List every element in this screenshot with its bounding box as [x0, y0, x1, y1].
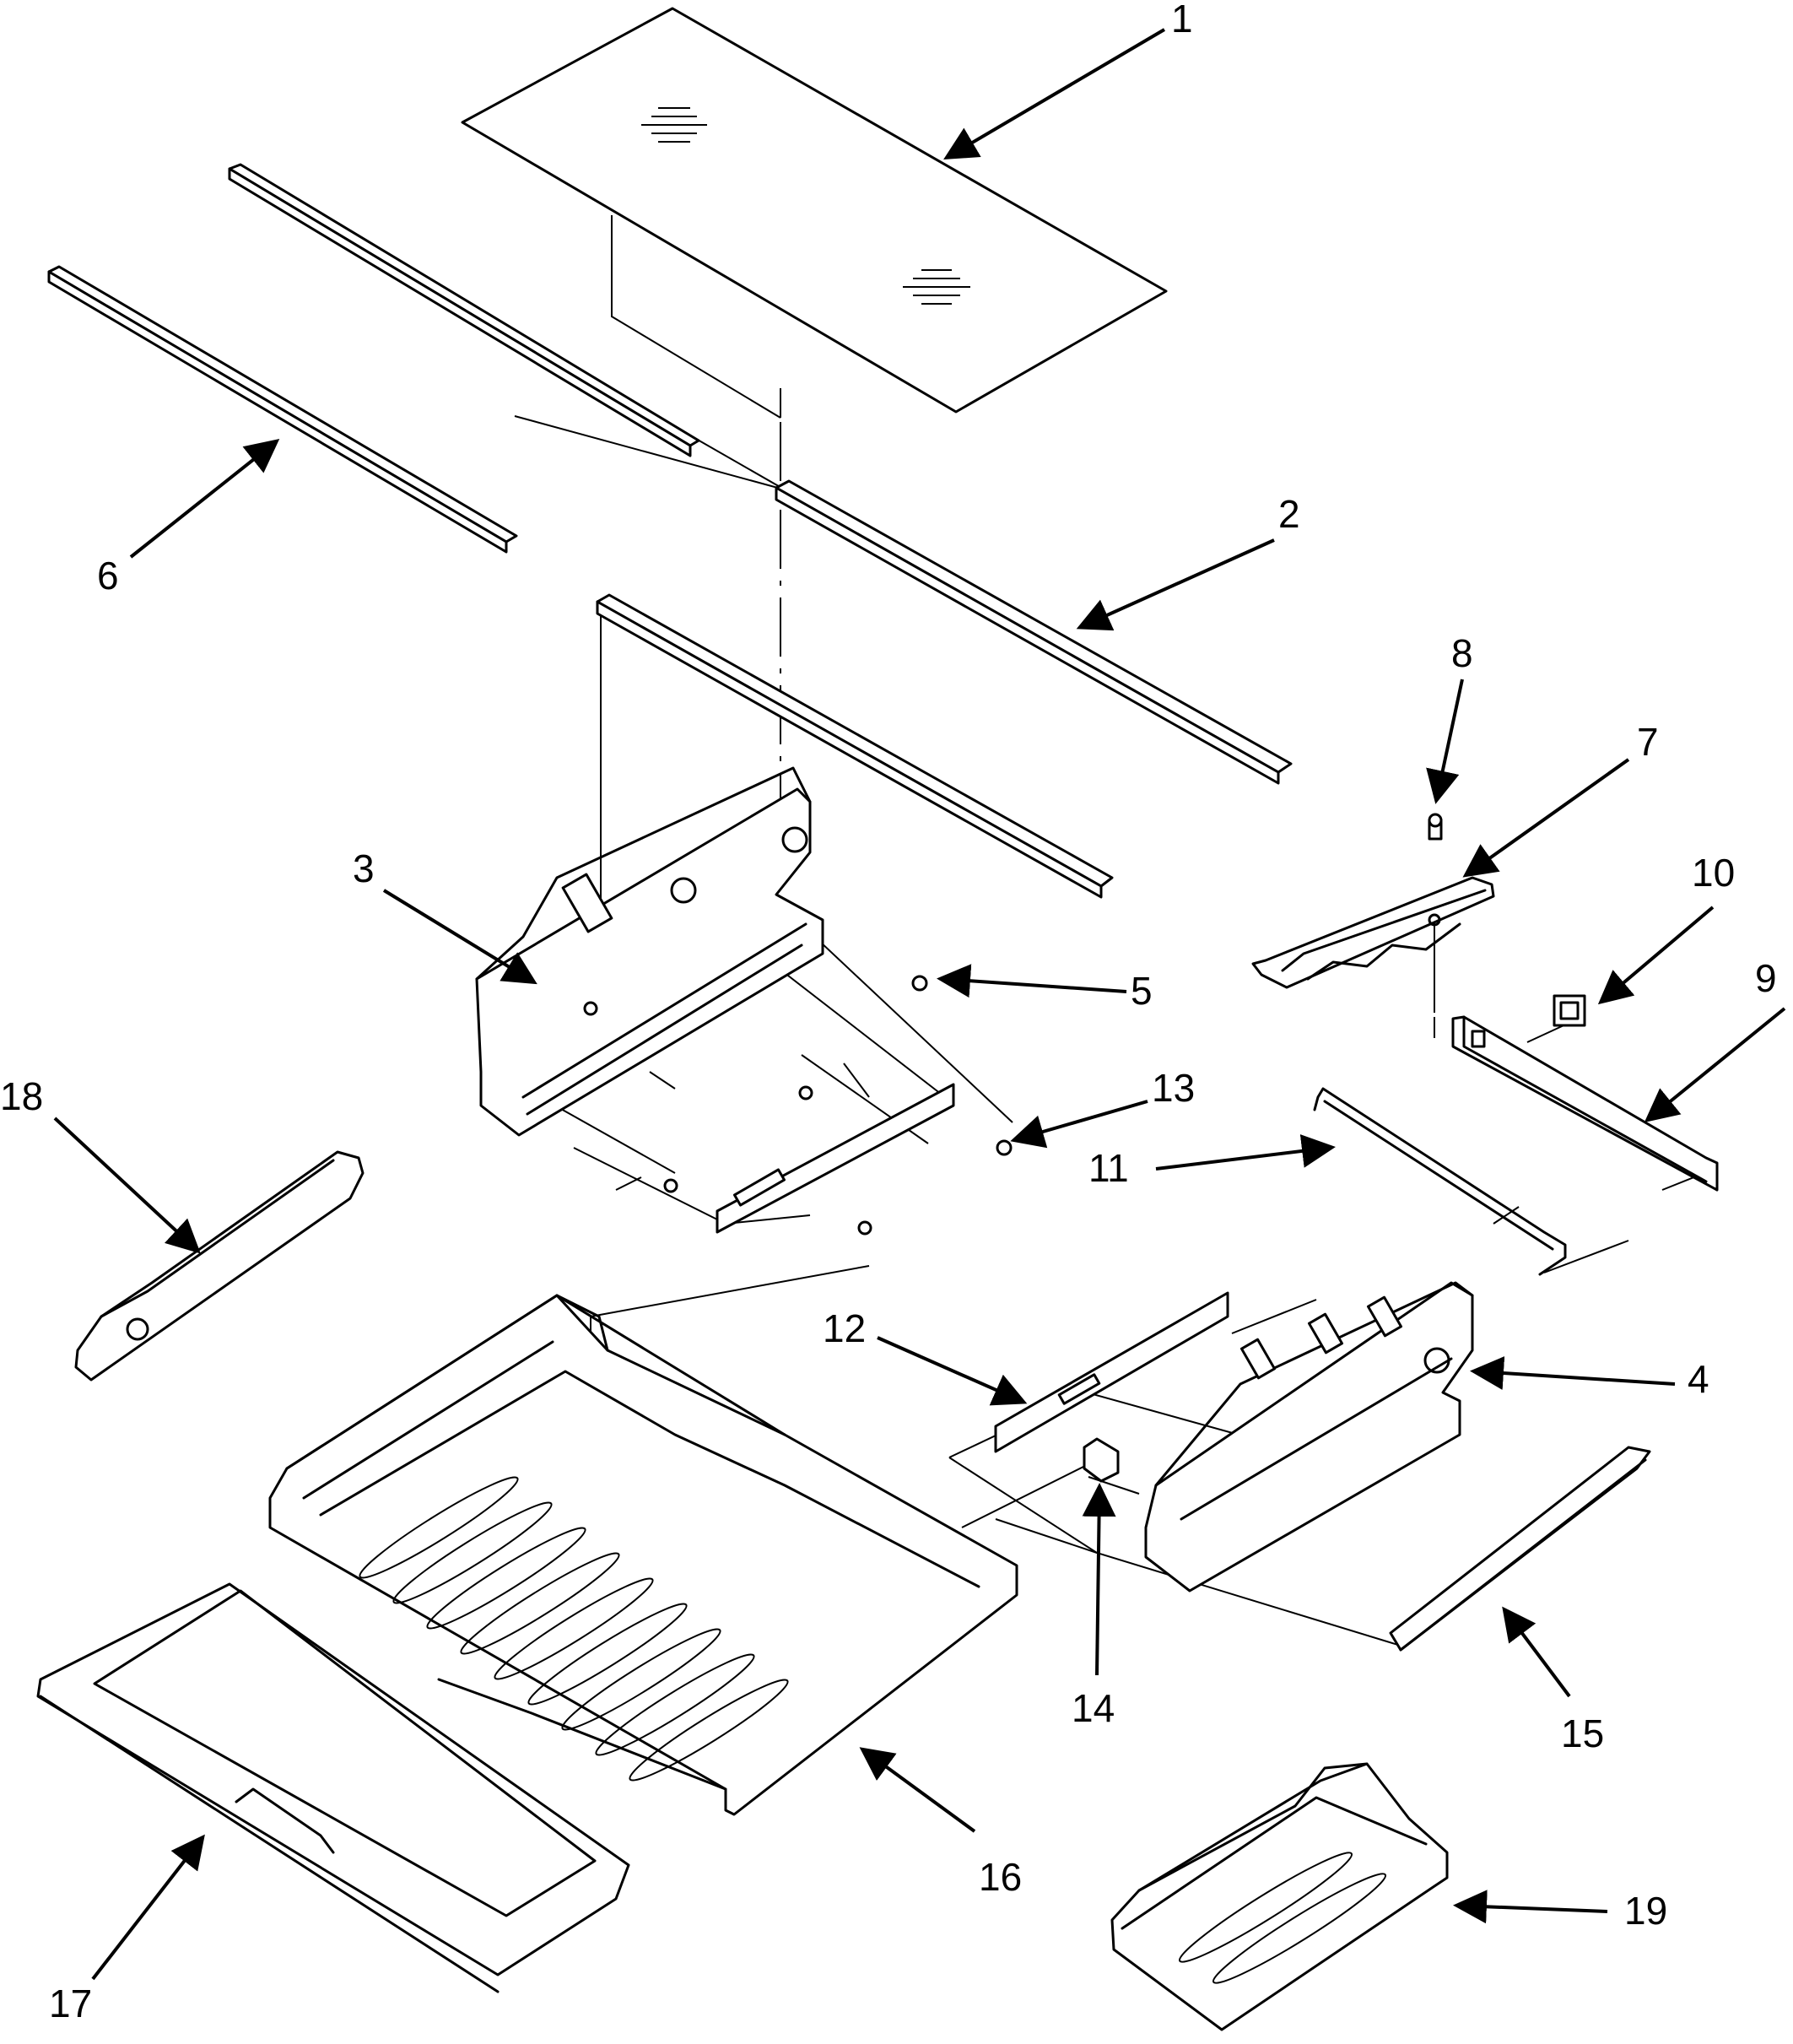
leader-11: [1155, 1134, 1336, 1171]
part-7-upper-bracket: [1251, 876, 1495, 989]
callout-2: 2: [1278, 492, 1300, 536]
callout-7: 7: [1637, 720, 1659, 764]
part-16-crisper-drawer: [268, 1294, 1018, 1816]
leader-19: [1453, 1890, 1608, 1924]
leader-6: [129, 439, 280, 559]
part-3-left-support: [475, 766, 824, 1137]
callout-9: 9: [1755, 956, 1777, 1000]
callout-11: 11: [1088, 1146, 1129, 1190]
callout-19: 19: [1624, 1889, 1667, 1933]
leader-14: [1082, 1483, 1116, 1676]
callout-16: 16: [979, 1855, 1022, 1899]
callout-5: 5: [1131, 969, 1153, 1013]
part-9-right-rail: [1451, 1015, 1719, 1192]
callout-13: 13: [1152, 1066, 1195, 1110]
leader-1: [943, 28, 1166, 160]
part-10-square: [1553, 994, 1586, 1027]
callout-12: 12: [823, 1306, 866, 1350]
leader-18: [53, 1117, 201, 1254]
leader-9: [1644, 1007, 1786, 1123]
leader-2: [1076, 538, 1275, 631]
leader-7: [1462, 758, 1630, 878]
part-18-left-cover: [74, 1150, 365, 1382]
leader-10: [1597, 906, 1715, 1005]
part-4-right-support: [1144, 1281, 1474, 1592]
part-14-clip: [1083, 1437, 1120, 1483]
part-1-glass-shelf: [461, 7, 1168, 414]
callout-10: 10: [1692, 851, 1735, 895]
callout-leaders: [53, 28, 1786, 1981]
leader-5: [937, 964, 1127, 998]
callout-1: 1: [1171, 0, 1193, 41]
callout-3: 3: [353, 846, 375, 890]
callout-17: 17: [49, 1982, 92, 2025]
leader-12: [877, 1336, 1028, 1406]
screw-5: [911, 975, 928, 992]
part-2-rail-upper: [228, 163, 1293, 785]
part-19-small-bin: [1110, 1762, 1449, 2031]
part-17-drawer-front: [36, 1582, 630, 1993]
leader-15: [1502, 1606, 1571, 1698]
leader-17: [91, 1834, 205, 1981]
callout-6: 6: [97, 554, 119, 598]
leader-3: [382, 889, 537, 985]
part-8-screw: [1428, 813, 1443, 841]
callout-14: 14: [1072, 1686, 1115, 1730]
callout-4: 4: [1688, 1357, 1709, 1401]
callout-15: 15: [1561, 1711, 1604, 1755]
left-slide: [716, 1083, 955, 1234]
part-12-right-slide: [994, 1291, 1229, 1453]
callout-8: 8: [1451, 631, 1473, 675]
part-15-rod: [1389, 1446, 1651, 1652]
leader-8: [1426, 679, 1464, 804]
screws: [663, 975, 1013, 1236]
callout-18: 18: [0, 1074, 43, 1118]
leader-4: [1470, 1356, 1676, 1390]
leader-13: [1010, 1100, 1148, 1149]
part-11-wire: [1313, 1087, 1567, 1276]
assembly-lines: [514, 215, 1705, 1647]
screw-13: [996, 1139, 1013, 1156]
leader-16: [859, 1747, 976, 1833]
part-6-rail-lower: [47, 265, 1114, 899]
